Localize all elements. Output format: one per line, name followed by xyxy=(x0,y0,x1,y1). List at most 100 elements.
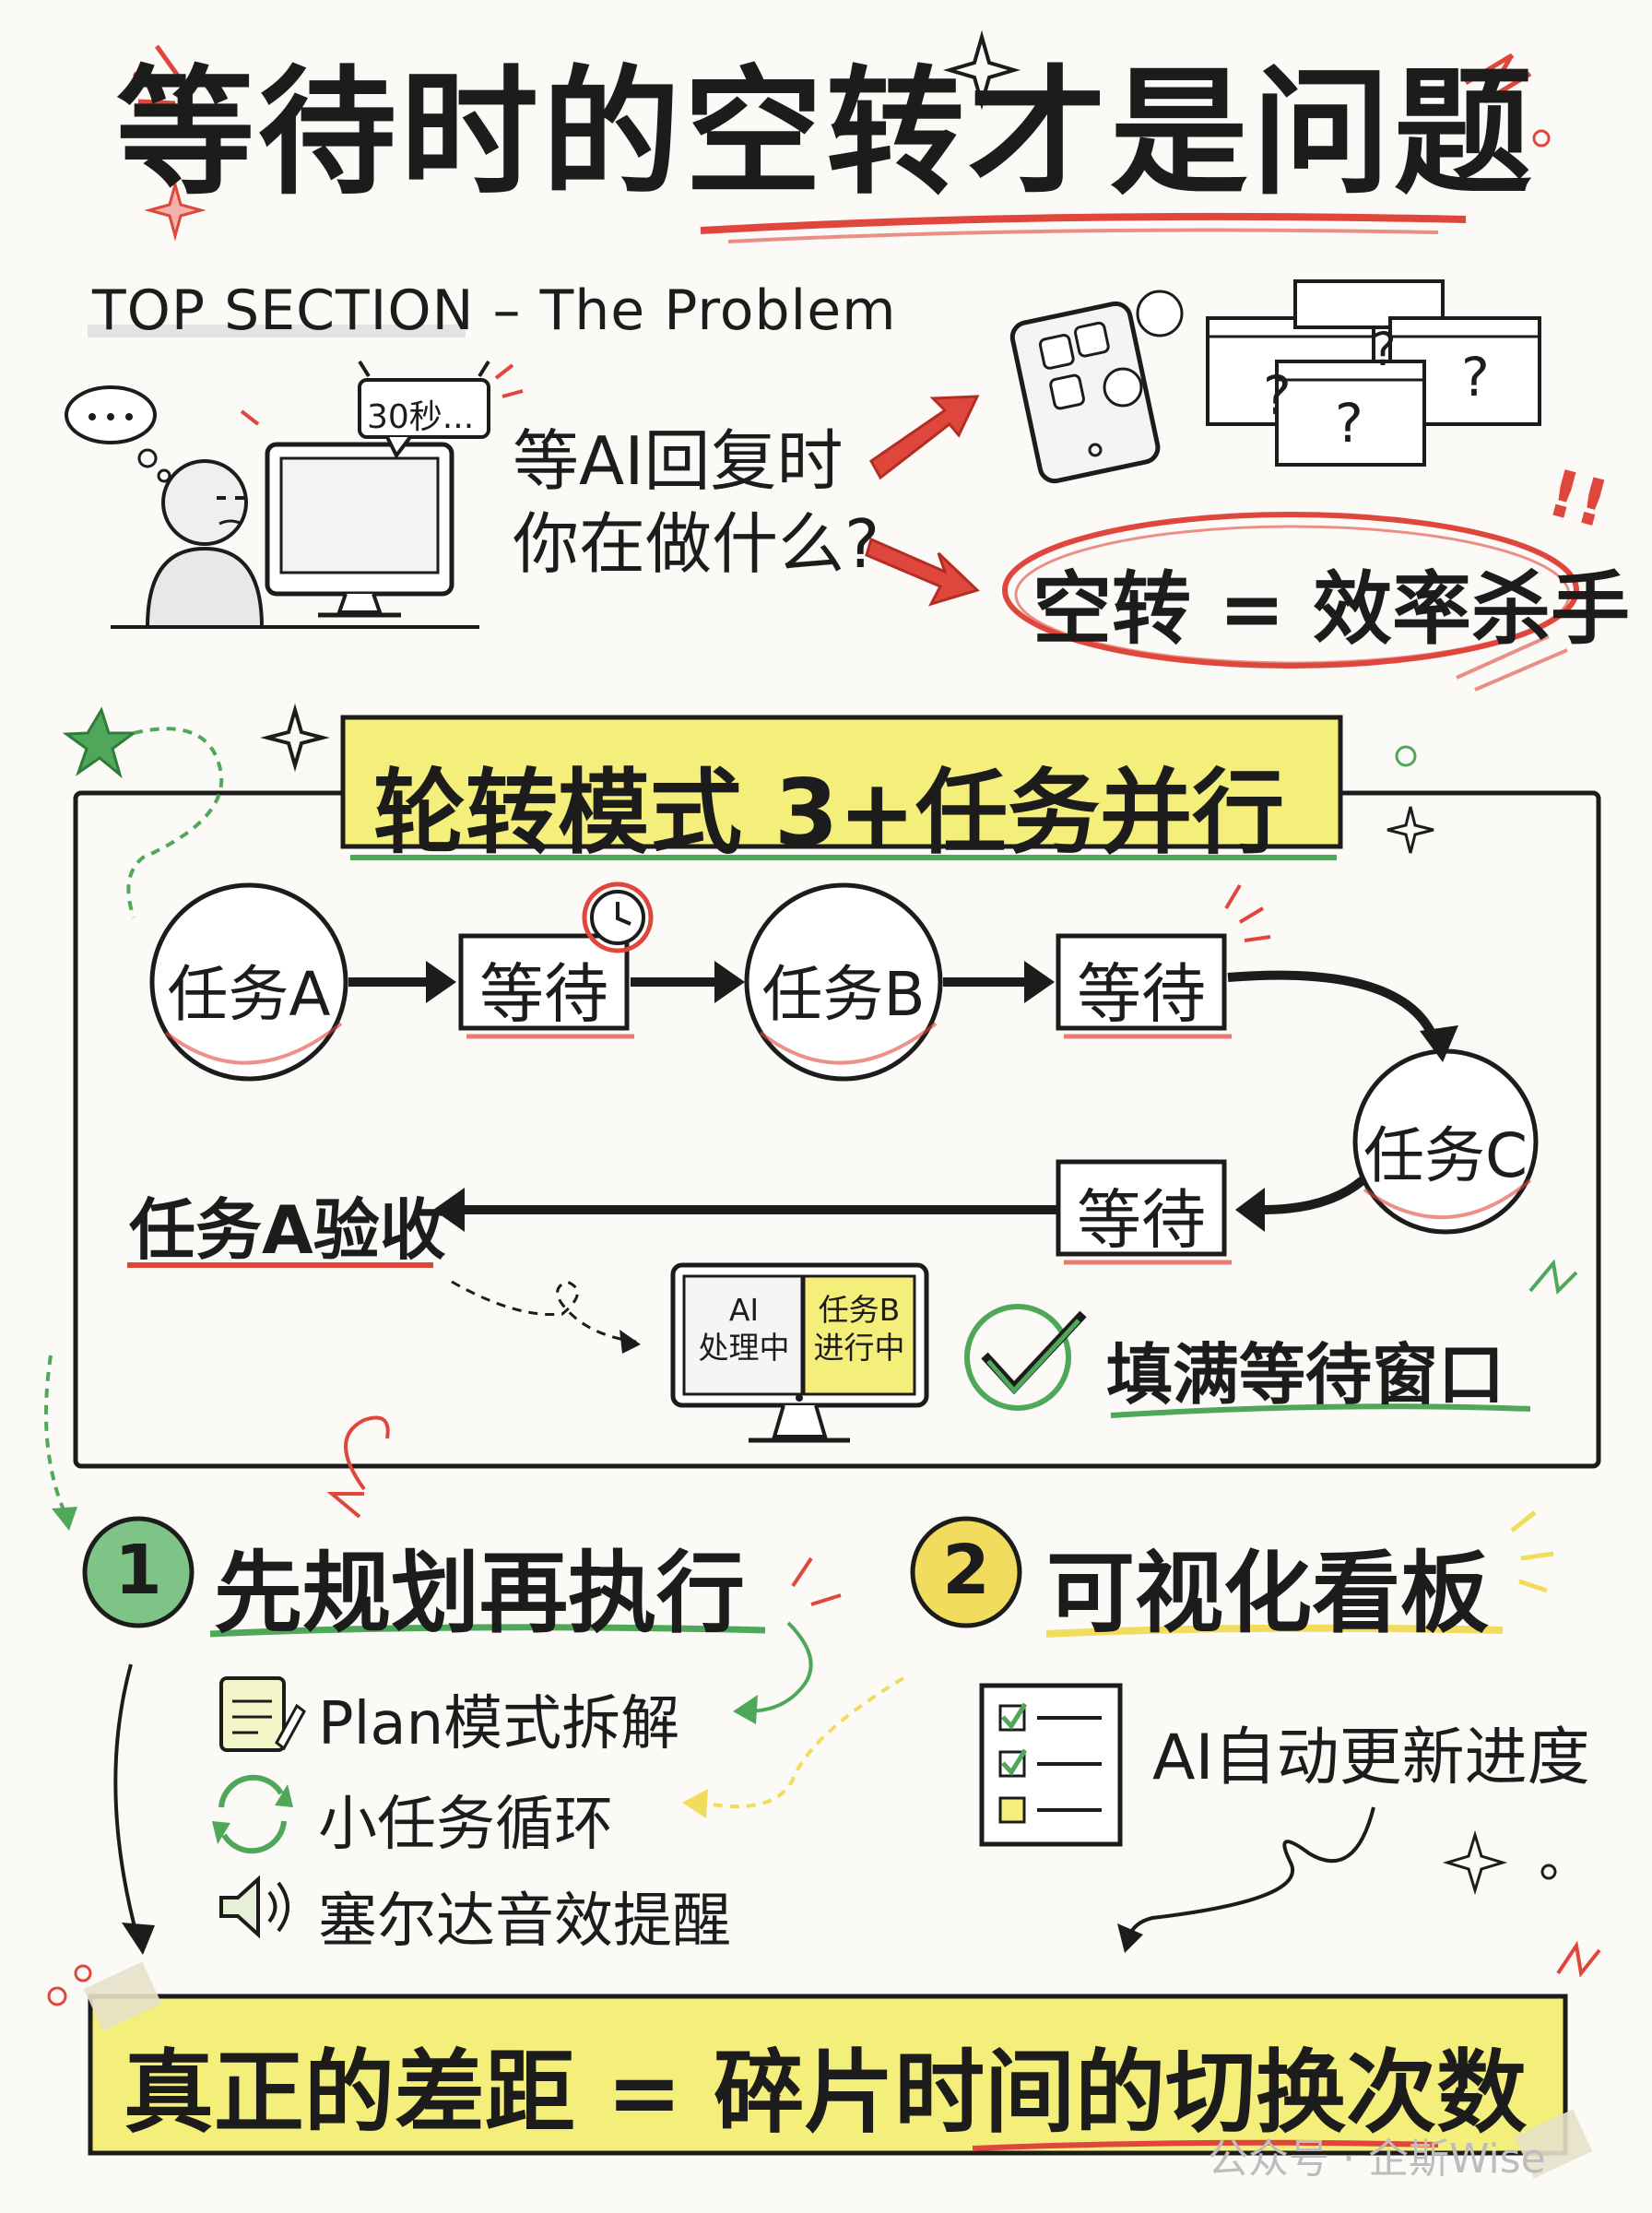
tip-2-underline xyxy=(1045,1624,1504,1638)
alarm-clock-icon xyxy=(582,882,654,953)
popup-question-mark: ? xyxy=(1263,364,1292,427)
arrowhead xyxy=(1117,1923,1143,1953)
tip-1-item-2: 小任务循环 xyxy=(318,1791,613,1859)
dashed-curve xyxy=(700,1676,905,1809)
tip-1-item-1: Plan模式拆解 xyxy=(318,1690,680,1758)
curl-scribble xyxy=(344,1415,390,1491)
red-arrow-down xyxy=(865,537,980,607)
flow-arrows xyxy=(348,961,1458,1232)
verdict-text: 空转 = 效率杀手 xyxy=(1032,563,1630,656)
wait-box-3 xyxy=(1056,1159,1227,1257)
label-highlight xyxy=(88,325,466,337)
node-shade xyxy=(759,1022,938,1065)
screen-ai-line-2: 处理中 xyxy=(698,1330,790,1367)
sparkle-icon xyxy=(260,703,330,773)
timer-bubble xyxy=(358,360,490,459)
task-a-label: 任务A xyxy=(167,959,331,1030)
timer-label: 30秒... xyxy=(367,398,475,436)
conclusion-text: 真正的差距 = 碎片时间的切换次数 xyxy=(123,2041,1528,2146)
check-icon xyxy=(964,1304,1087,1411)
task-b-label: 任务B xyxy=(761,959,926,1030)
fill-window-text: 填满等待窗口 xyxy=(1106,1336,1505,1414)
alert-lines xyxy=(240,363,524,426)
alert-lines xyxy=(1510,1510,1554,1593)
question-line-1: 等AI回复时 xyxy=(513,422,844,500)
problem-question: 等AI回复时 你在做什么? xyxy=(513,420,879,586)
down-curve xyxy=(113,1663,140,1942)
sparkle-icon xyxy=(942,30,1021,111)
verdict-ellipse-2 xyxy=(1014,525,1571,665)
arrowhead xyxy=(52,1507,77,1531)
arrowhead xyxy=(326,1492,364,1519)
watermark: 公众号 · 企斯Wise xyxy=(1208,2136,1546,2183)
tip-1-item-3: 塞尔达音效提醒 xyxy=(318,1888,731,1956)
popup-question-mark: ? xyxy=(1461,346,1490,408)
screen-ai-line-1: AI xyxy=(728,1292,760,1328)
wait-box-1 xyxy=(458,933,630,1031)
hatch-lines xyxy=(1456,634,1568,692)
page-title: 等待时的空转才是问题 xyxy=(115,53,1536,214)
monitor-icon xyxy=(265,442,454,618)
tape-corner xyxy=(83,1961,162,2031)
dot-decoration xyxy=(74,1964,92,1982)
node-shade xyxy=(164,1022,343,1065)
arrowhead xyxy=(733,1695,758,1724)
zigzag-scribble xyxy=(1464,53,1532,104)
task-c-label: 任务C xyxy=(1363,1120,1528,1191)
sparkle-icon xyxy=(144,179,206,242)
rotation-title-box xyxy=(340,715,1343,849)
speaker-icon xyxy=(219,1875,289,1939)
title-underline-2 xyxy=(727,228,1439,243)
sparkle-icon xyxy=(1386,806,1434,854)
thinking-person-icon xyxy=(65,385,265,629)
rotation-title: 轮转模式 3+任务并行 xyxy=(373,759,1285,867)
node-shade xyxy=(1363,1178,1532,1220)
tip-2-title: 可视化看板 xyxy=(1046,1542,1489,1645)
red-arrow-up xyxy=(869,395,980,480)
sparkle-icon xyxy=(1442,1829,1508,1896)
dashed-curve xyxy=(44,1355,66,1513)
dot-decoration xyxy=(1540,1864,1557,1880)
zigzag-scribble xyxy=(1556,1940,1601,1978)
star-icon xyxy=(62,706,138,779)
smartphone-icon xyxy=(1009,290,1184,484)
tip-2-number: 2 xyxy=(942,1531,990,1610)
notepad-icon xyxy=(219,1676,306,1752)
burst-lines xyxy=(132,44,183,106)
alert-lines xyxy=(791,1556,842,1606)
task-a-node xyxy=(149,882,348,1082)
zigzag-scribble xyxy=(1528,1259,1578,1296)
tip-1-number: 1 xyxy=(114,1531,162,1610)
wait-box-2 xyxy=(1056,933,1227,1031)
dashed-curve xyxy=(126,727,224,918)
checklist-board-icon xyxy=(979,1683,1123,1847)
title-underline xyxy=(700,212,1467,234)
split-screen-monitor-icon xyxy=(670,1262,929,1443)
alert-lines xyxy=(1224,883,1271,942)
section-label: TOP SECTION – The Problem xyxy=(92,278,897,343)
screen-task-line-1: 任务B xyxy=(818,1292,901,1328)
popup-question-mark: ? xyxy=(1372,323,1397,376)
task-a-accept: 任务A验收 xyxy=(129,1191,446,1269)
conclusion-banner xyxy=(88,1994,1568,2156)
screen-ai-status: AI 处理中 xyxy=(684,1291,804,1367)
popup-windows xyxy=(1206,279,1541,467)
dot-decoration xyxy=(1532,129,1551,148)
dot-decoration xyxy=(1395,745,1417,767)
arrowhead xyxy=(122,1923,155,1955)
dot-decoration xyxy=(47,1986,67,2006)
conclusion-underline xyxy=(972,2139,1439,2151)
arrowhead xyxy=(620,1330,641,1354)
verdict-ellipse xyxy=(1002,512,1579,669)
curl-arrow xyxy=(1127,1806,1375,1937)
tape-corner xyxy=(1514,2109,1593,2179)
tip-1-underline xyxy=(209,1624,766,1638)
popup-question-mark: ? xyxy=(1335,392,1363,455)
tip-1-badge xyxy=(82,1516,195,1628)
screen-task-status: 任务B 进行中 xyxy=(804,1291,914,1367)
arrowhead xyxy=(682,1789,708,1818)
tip-2-item-1: AI自动更新进度 xyxy=(1152,1722,1590,1794)
screen-task-line-2: 进行中 xyxy=(813,1330,905,1367)
wait-label-3: 等待 xyxy=(1077,1182,1206,1258)
task-b-node xyxy=(744,882,943,1082)
